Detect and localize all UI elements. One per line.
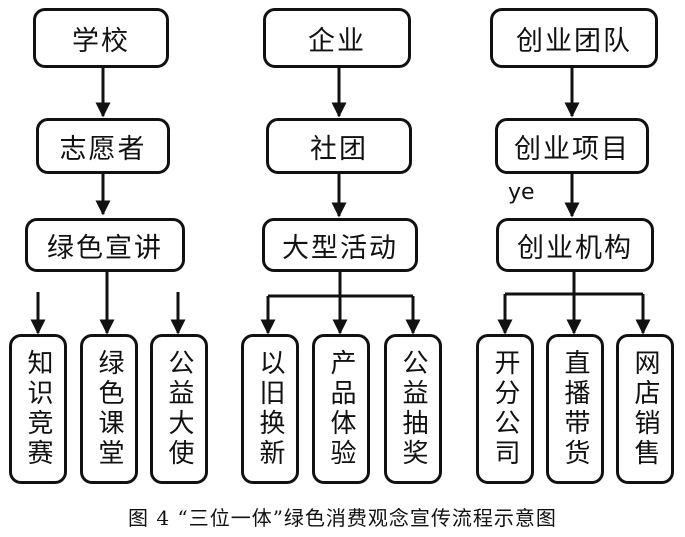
- node-green-outreach: 绿色宣讲: [25, 218, 185, 272]
- leaf-product-experience: 产品体验: [312, 334, 370, 484]
- leaf-label: 网店销售: [630, 349, 660, 469]
- leaf-label: 知识竞赛: [23, 349, 53, 469]
- leaf-label: 公益大使: [164, 349, 194, 469]
- leaf-livestream-sales: 直播带货: [546, 334, 604, 484]
- leaf-open-branch: 开分公司: [476, 334, 534, 484]
- column-2-connectors: [260, 68, 421, 335]
- leaf-label: 开分公司: [490, 349, 520, 469]
- node-startup-agency: 创业机构: [496, 218, 654, 272]
- leaf-charity-ambassador: 公益大使: [150, 334, 208, 484]
- node-volunteers: 志愿者: [36, 118, 170, 174]
- figure-caption: 图 4 “三位一体”绿色消费观念宣传流程示意图: [128, 506, 557, 530]
- leaf-label: 产品体验: [326, 349, 356, 469]
- leaf-green-classroom: 绿色课堂: [80, 334, 138, 484]
- leaf-label: 以旧换新: [255, 349, 285, 469]
- node-club: 社团: [266, 118, 412, 174]
- node-large-event: 大型活动: [262, 218, 418, 272]
- node-startup-team: 创业团队: [490, 8, 658, 68]
- leaf-online-store: 网店销售: [616, 334, 674, 484]
- leaf-label: 直播带货: [560, 349, 590, 469]
- leaf-charity-lottery: 公益抽奖: [384, 334, 442, 484]
- leaf-knowledge-contest: 知识竞赛: [9, 334, 67, 484]
- leaf-label: 绿色课堂: [94, 349, 124, 469]
- leaf-trade-in: 以旧换新: [241, 334, 299, 484]
- node-startup-project: 创业项目: [495, 118, 649, 174]
- leaf-label: 公益抽奖: [398, 349, 428, 469]
- column-3-connectors: [497, 68, 651, 335]
- node-enterprise: 企业: [263, 8, 411, 68]
- node-school: 学校: [33, 8, 169, 68]
- edge-label: ye: [508, 180, 535, 205]
- column-1-connectors: [30, 68, 186, 335]
